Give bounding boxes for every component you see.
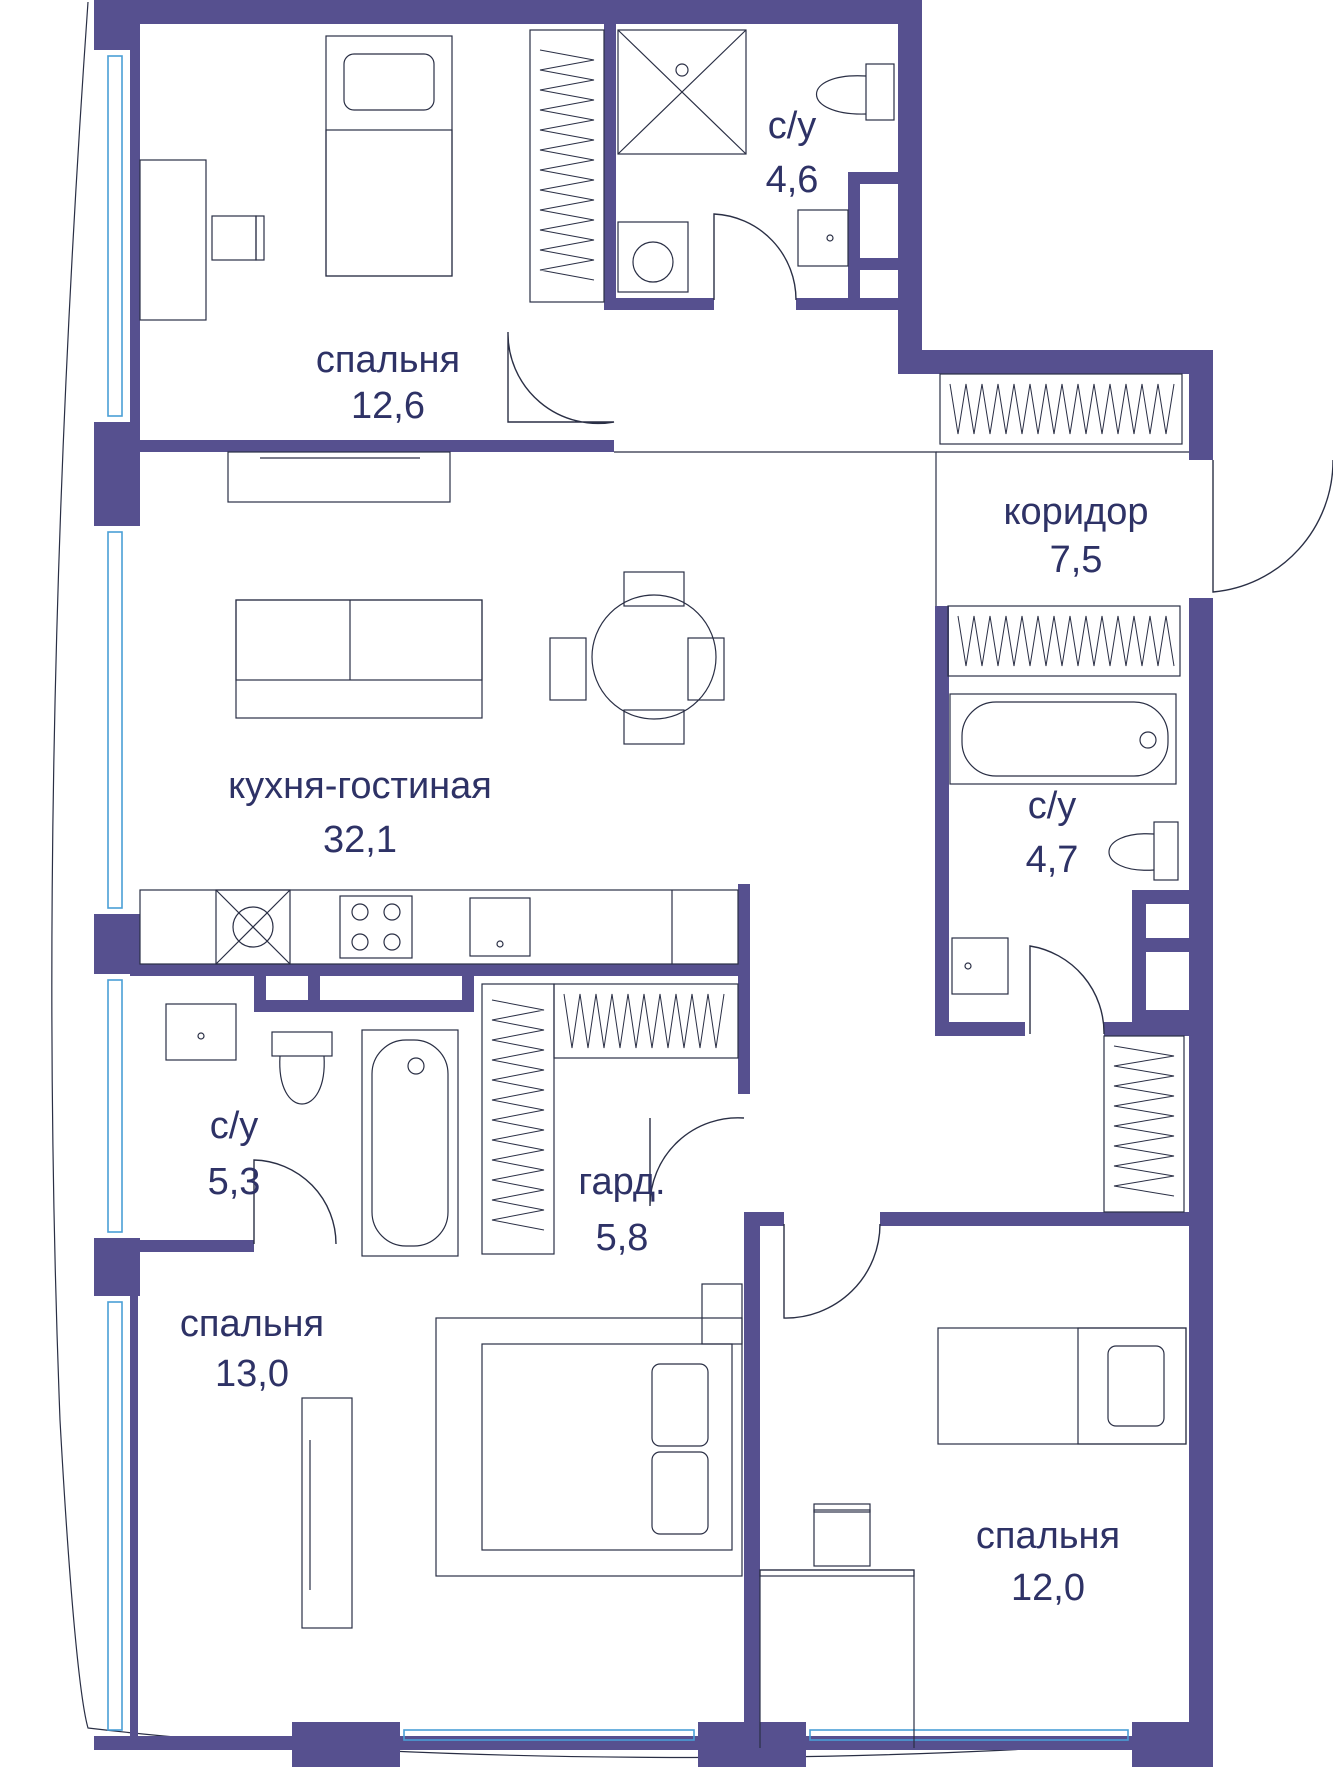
sofa-icon [235,599,483,719]
door-bedroom-1 [507,331,615,425]
dining-table-icon [549,571,725,745]
bed-icon [325,35,453,277]
wardrobe-icon [939,373,1183,445]
kitchen-counter [139,889,739,965]
door-bathroom-46 [713,213,797,301]
toilet-icon [271,1031,333,1105]
wardrobe-icon [947,605,1181,677]
shower-icon [617,29,747,155]
room-label-kitchen-living: кухня-гостиная 32,1 [228,765,492,861]
sink-icon [951,937,1009,995]
bathtub-icon [949,693,1177,785]
room-name: кухня-гостиная [228,765,492,807]
sink-icon [469,897,531,957]
room-name: гард. [578,1161,665,1203]
tv-icon [227,451,451,503]
stove-icon [215,889,413,965]
chair-icon [813,1503,871,1567]
sink-icon [797,209,849,267]
room-area: 32,1 [323,819,397,861]
room-name: коридор [1004,491,1149,533]
room-area: 5,8 [596,1217,649,1259]
room-label-bedroom-2: спальня 13,0 [180,1303,324,1395]
wardrobe-icon [301,1397,353,1629]
sink-icon [165,1003,237,1061]
room-label-wardrobe: гард. 5,8 [578,1161,665,1259]
door-bedroom-3 [783,1223,881,1319]
door-bathroom-47 [1029,945,1105,1035]
room-area: 12,6 [351,385,425,427]
chair-icon [701,1283,743,1345]
room-name: спальня [180,1303,324,1345]
bed-icon [435,1317,743,1577]
room-label-bathroom-2: с/у 4,7 [1026,785,1079,881]
wardrobe-icon [1103,1035,1185,1213]
room-name: с/у [768,105,817,147]
walls [94,0,1213,1767]
chair-icon [211,215,265,261]
room-name: спальня [316,339,460,381]
room-area: 12,0 [1011,1567,1085,1609]
room-label-bathroom-1: с/у 4,6 [766,105,819,201]
wardrobe-icon [529,29,605,303]
room-name: с/у [210,1105,259,1147]
room-name: спальня [976,1515,1120,1557]
toilet-icon [1108,821,1179,881]
room-label-bedroom-3: спальня 12,0 [976,1515,1120,1609]
room-area: 4,7 [1026,839,1079,881]
desk-icon [759,1569,915,1577]
toilet-icon [815,63,895,121]
door-bathroom-53 [253,1159,337,1245]
door-wardrobe [649,1117,745,1207]
bed-icon [937,1327,1187,1445]
doors [253,213,1333,1319]
windows [107,55,1129,1741]
washing-machine-icon [617,221,689,293]
room-label-corridor: коридор 7,5 [1004,491,1149,581]
room-area: 7,5 [1050,539,1103,581]
room-label-bathroom-3: с/у 5,3 [208,1105,261,1203]
wardrobe-icon [481,983,555,1255]
room-name: с/у [1028,785,1077,827]
room-label-bedroom-1: спальня 12,6 [316,339,460,427]
room-area: 4,6 [766,159,819,201]
room-area: 13,0 [215,1353,289,1395]
wardrobe-icon [553,983,739,1059]
desk-icon [139,159,207,321]
door-entrance [1212,460,1333,593]
room-area: 5,3 [208,1161,261,1203]
bathtub-icon [361,1029,459,1257]
